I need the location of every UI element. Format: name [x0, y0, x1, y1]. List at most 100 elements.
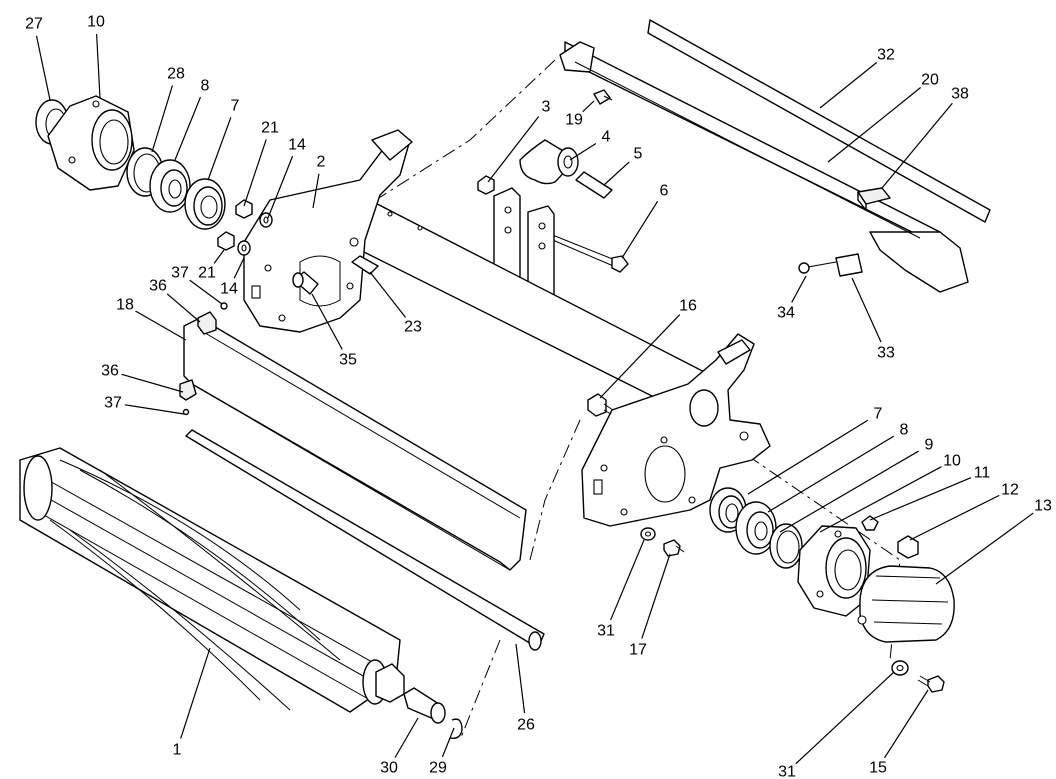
- leader-line: [189, 279, 223, 305]
- callout-number: 13: [1034, 498, 1052, 515]
- callout-14: 14: [267, 137, 306, 219]
- callout-number: 21: [261, 120, 279, 137]
- leader-line: [621, 200, 659, 259]
- leader-line: [791, 275, 807, 303]
- callout-12: 12: [909, 482, 1019, 541]
- leader-line: [394, 717, 419, 758]
- callout-18: 18: [116, 297, 187, 341]
- part-31-washer-lower: [891, 660, 909, 676]
- part-31-washer-upper: [640, 527, 656, 541]
- leader-line: [487, 116, 540, 183]
- callout-11: 11: [869, 465, 991, 521]
- leader-line: [779, 450, 919, 533]
- leader-line: [267, 155, 294, 219]
- part-14-washer-lower: [237, 240, 251, 256]
- part-10-housing-left: [47, 95, 135, 191]
- callout-5: 5: [603, 146, 643, 186]
- part-33-clip: [835, 253, 863, 277]
- callout-number: 20: [921, 72, 939, 89]
- leader-line: [124, 404, 185, 415]
- part-11-fitting: [861, 515, 879, 531]
- callout-number: 23: [404, 319, 422, 336]
- part-4-roller: [519, 139, 579, 185]
- callout-number: 8: [900, 422, 909, 439]
- part-36-block-lower: [179, 379, 197, 401]
- callout-number: 36: [149, 278, 167, 295]
- callout-30: 30: [380, 717, 419, 777]
- leader-line: [881, 102, 953, 189]
- callout-3: 3: [487, 99, 551, 183]
- callout-number: 9: [925, 437, 934, 454]
- callout-17: 17: [629, 553, 671, 659]
- callout-number: 16: [679, 298, 697, 315]
- part-21-nut-lower: [217, 231, 235, 251]
- callout-14: 14: [220, 257, 245, 298]
- part-20-frame-bar: [559, 41, 969, 293]
- callout-number: 6: [660, 183, 669, 200]
- callout-29: 29: [429, 727, 455, 777]
- callout-10: 10: [819, 453, 961, 533]
- part-15-bolt: [917, 675, 945, 693]
- callout-8: 8: [174, 78, 210, 161]
- callout-33: 33: [851, 277, 895, 362]
- callout-number: 10: [87, 14, 105, 31]
- callout-32: 32: [819, 47, 895, 109]
- callout-38: 38: [881, 86, 969, 189]
- callout-number: 37: [104, 395, 122, 412]
- leader-line: [441, 727, 455, 758]
- callout-31: 31: [597, 539, 645, 640]
- callout-number: 31: [778, 764, 796, 779]
- callout-number: 12: [1001, 482, 1019, 499]
- callout-7: 7: [207, 98, 240, 181]
- callout-35: 35: [311, 293, 357, 369]
- callout-1: 1: [173, 647, 211, 759]
- part-17-bolt: [663, 539, 685, 557]
- leader-line: [569, 142, 597, 161]
- callout-16: 16: [599, 298, 697, 399]
- part-12-plug: [897, 535, 919, 559]
- callout-21: 21: [198, 249, 225, 282]
- part-3-nut: [477, 175, 495, 195]
- callout-number: 5: [634, 146, 643, 163]
- part-8-bearing-left: [149, 159, 191, 213]
- callout-36: 36: [149, 278, 201, 323]
- part-36-block-upper: [197, 311, 217, 335]
- part-8-bearing-right: [735, 501, 777, 555]
- callout-number: 1: [173, 742, 182, 759]
- leader-line: [312, 173, 320, 209]
- callout-number: 27: [25, 16, 43, 33]
- assembly-center-line-right: [529, 419, 581, 561]
- leader-line: [610, 539, 645, 621]
- part-21-nut-upper: [235, 199, 253, 219]
- callout-13: 13: [935, 498, 1052, 585]
- part-1-reel: [19, 447, 405, 713]
- part-yoke-brackets: [493, 187, 555, 313]
- callout-number: 33: [877, 345, 895, 362]
- callout-number: 14: [288, 137, 306, 154]
- callout-number: 37: [171, 265, 189, 282]
- callout-number: 15: [869, 760, 887, 777]
- callout-number: 38: [951, 86, 969, 103]
- part-23-pin: [351, 255, 379, 275]
- callout-23: 23: [369, 271, 422, 336]
- callout-number: 3: [542, 99, 551, 116]
- callout-number: 29: [429, 760, 447, 777]
- callout-number: 32: [877, 47, 895, 64]
- part-6-bolt: [544, 231, 629, 273]
- part-34-screw: [798, 261, 837, 274]
- callout-36: 36: [101, 363, 184, 393]
- leader-line: [121, 373, 184, 393]
- callout-number: 18: [116, 297, 134, 314]
- callout-number: 28: [167, 66, 185, 83]
- callout-number: 35: [339, 352, 357, 369]
- callout-number: 7: [231, 98, 240, 115]
- callout-37: 37: [104, 395, 185, 415]
- callout-number: 11: [974, 465, 991, 482]
- part-7-seal-left: [184, 178, 226, 230]
- part-29-snap-ring: [449, 718, 463, 740]
- leader-line: [243, 139, 267, 207]
- leader-line: [883, 689, 929, 759]
- leader-line: [851, 277, 882, 343]
- callout-number: 7: [874, 406, 883, 423]
